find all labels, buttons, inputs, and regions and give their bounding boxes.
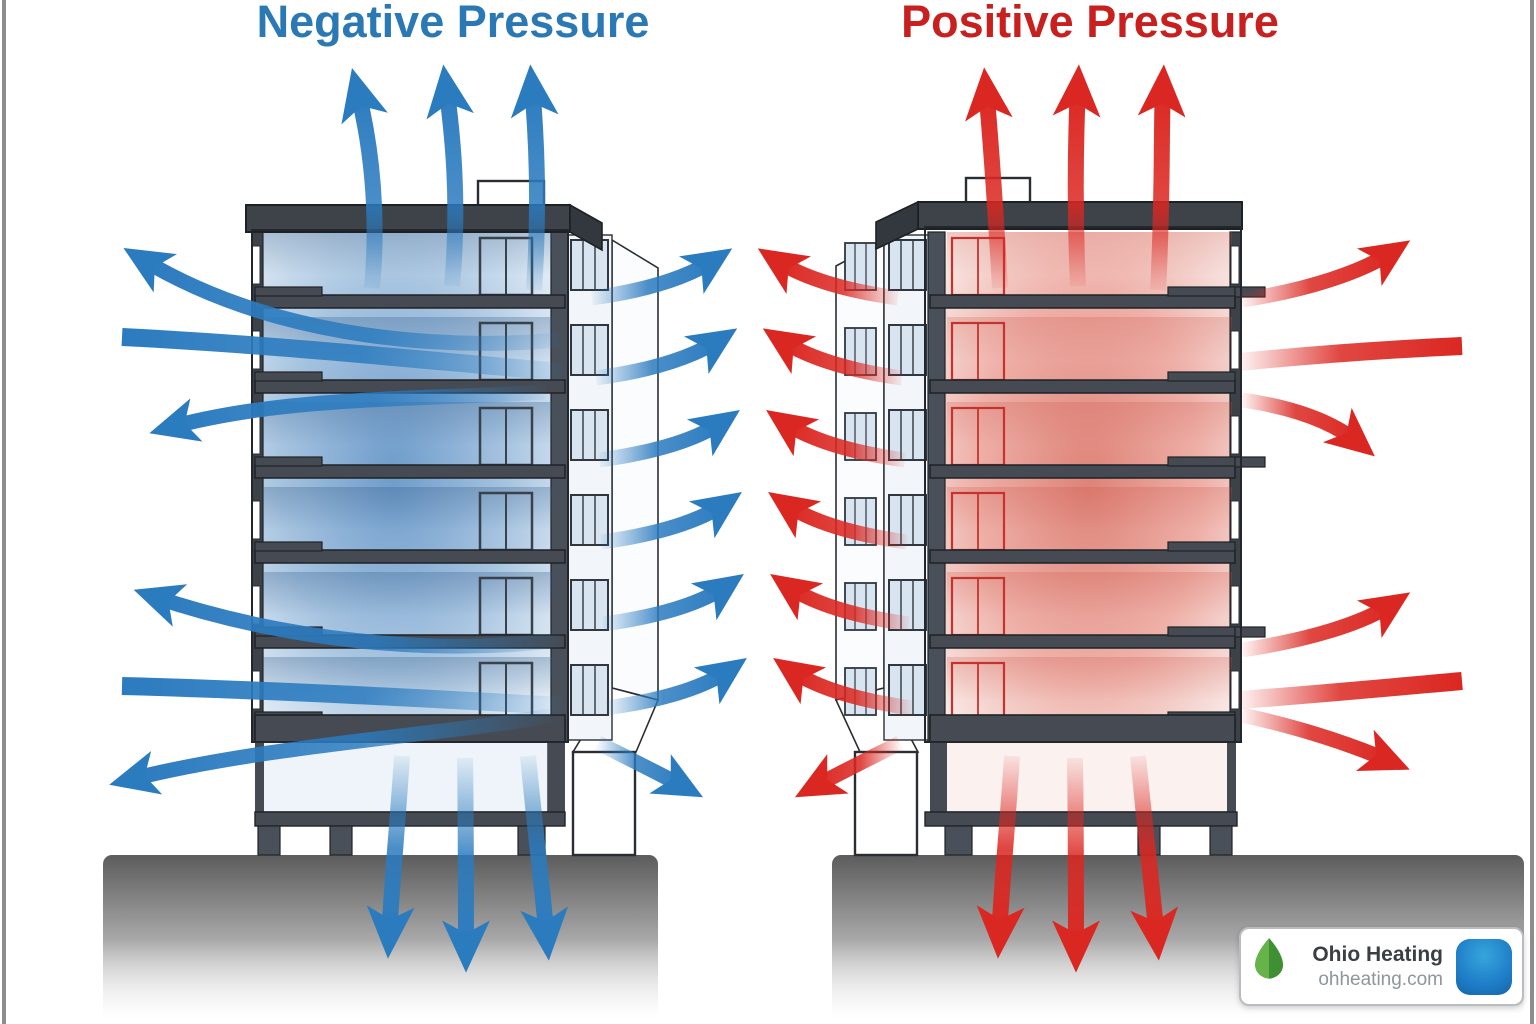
ground-arrows: [366, 755, 569, 973]
roof-exhaust-arrows: [965, 64, 1186, 291]
left-frame-edge: [2, 0, 6, 1024]
positive-pressure-title: Positive Pressure: [901, 0, 1279, 47]
brand-name: Ohio Heating: [1312, 942, 1443, 966]
right-side-arrows: [1239, 240, 1463, 771]
downspout: [571, 750, 637, 857]
brand-text: Ohio Heating ohheating.com: [1312, 942, 1443, 992]
right-side-arrows: [590, 248, 747, 798]
ground-arrows: [976, 755, 1179, 973]
negative-airflow-arrows: [109, 64, 747, 973]
leaf-drop-glyph: [1252, 934, 1286, 982]
facade: [883, 234, 931, 741]
ground-left-mound: [103, 855, 658, 1024]
brand-url: ohheating.com: [1318, 968, 1443, 990]
negative-pressure-building: [245, 179, 660, 857]
roof-slab: [245, 204, 571, 233]
roof-exhaust-arrows: [341, 64, 559, 291]
leaf-drop-icon: [1252, 934, 1512, 995]
left-side-arrows: [109, 247, 563, 795]
brand-card: Ohio Heating ohheating.com: [1239, 927, 1524, 1006]
positive-pressure-building: [834, 176, 1266, 857]
negative-pressure-title: Negative Pressure: [256, 0, 650, 47]
right-frame-edge: [1530, 0, 1534, 1024]
positive-airflow-arrows: [757, 64, 1463, 973]
basement: [944, 741, 1231, 813]
left-side-arrows: [757, 248, 914, 798]
downspout: [853, 750, 919, 857]
